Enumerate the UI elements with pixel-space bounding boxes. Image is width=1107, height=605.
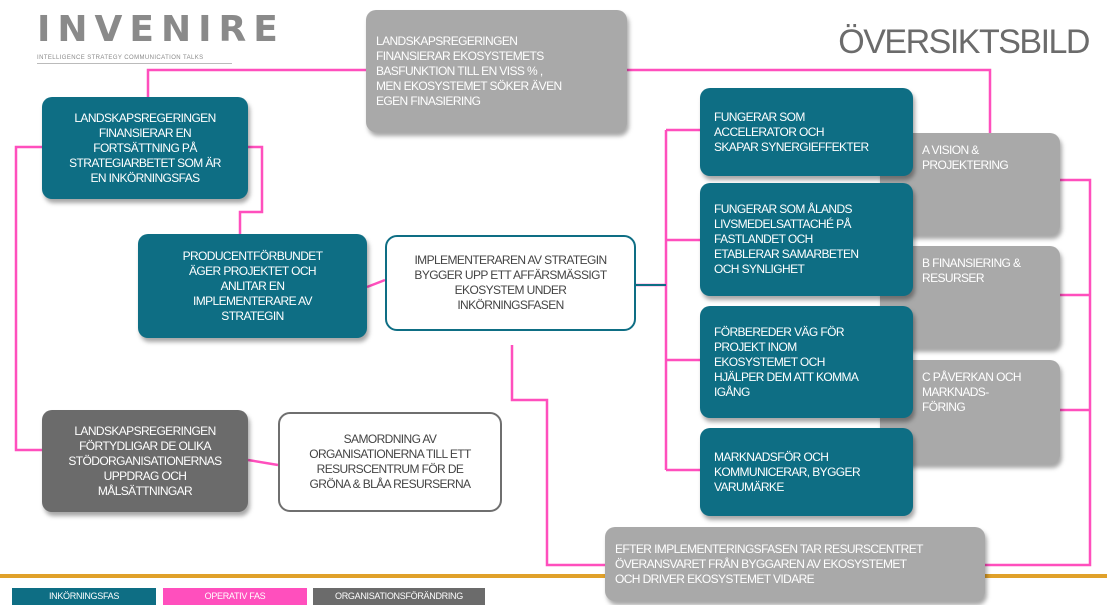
- box-line: ÖVERANSVARET FRÅN BYGGAREN AV EKOSYSTEME…: [615, 556, 907, 571]
- producer-box: PRODUCENTFÖRBUNDET ÄGER PROJEKTET OCH AN…: [138, 234, 367, 338]
- box-line: MÅLSÄTTNINGAR: [97, 483, 193, 498]
- finance-ecosystem-box: LANDSKAPSREGERINGEN FINANSIERAR EKOSYSTE…: [366, 10, 627, 132]
- box-line: INKÖRNINGSFASEN: [457, 298, 564, 312]
- accelerator-box: FUNGERAR SOM ACCELERATOR OCH SKAPAR SYNE…: [700, 88, 913, 176]
- box-line: GRÖNA & BLÅA RESURSERNA: [309, 477, 472, 491]
- box-line: MARKNADS-: [922, 385, 989, 399]
- box-line: RESURSCENTRUM FÖR DE: [316, 462, 464, 476]
- coordination-box: SAMORDNING AV ORGANISATIONERNA TILL ETT …: [278, 412, 502, 512]
- box-line: PROJEKT INOM: [714, 339, 797, 354]
- box-line: EFTER IMPLEMENTERINGSFASEN TAR RESURSCEN…: [615, 541, 923, 556]
- divider-bar: [0, 574, 1107, 578]
- box-line: PROJEKTERING: [922, 158, 1009, 172]
- legend-inkorningsfas: INKÖRNINGSFAS: [12, 588, 156, 605]
- box-line: LANDSKAPSREGERINGEN: [74, 110, 216, 125]
- box-line: HJÄLPER DEM ATT KOMMA: [714, 369, 859, 384]
- finance-strategy-box: LANDSKAPSREGERINGEN FINANSIERAR EN FORTS…: [42, 97, 248, 199]
- box-line: FORTSÄTTNING PÅ: [93, 140, 197, 155]
- attache-box: FUNGERAR SOM ÅLANDS LIVSMEDELSATTACHÉ PÅ…: [700, 183, 913, 296]
- box-line: FÖRING: [922, 400, 966, 414]
- box-line: ORGANISATIONERNA TILL ETT: [309, 447, 471, 461]
- box-line: EGEN FINASIERING: [376, 93, 481, 108]
- box-line: FUNGERAR SOM: [714, 109, 805, 124]
- box-line: SAMORDNING AV: [343, 432, 437, 446]
- box-line: EKOSYSTEM UNDER: [454, 283, 567, 297]
- logo-tagline: INTELLIGENCE STRATEGY COMMUNICATION TALK…: [37, 55, 204, 61]
- box-line: STRATEGIN: [221, 308, 284, 323]
- logo: INVENIRE: [37, 9, 285, 50]
- prepares-box: FÖRBEREDER VÄG FÖR PROJEKT INOM EKOSYSTE…: [700, 306, 913, 418]
- box-line: BYGGER UPP ETT AFFÄRSMÄSSIGT: [414, 268, 607, 282]
- box-line: EN INKÖRNINGSFAS: [90, 170, 200, 185]
- box-line: LANDSKAPSREGERINGEN: [376, 33, 518, 48]
- legend-operativ-fas: OPERATIV FAS: [163, 588, 307, 605]
- box-line: IMPLEMENTERAREN AV STRATEGIN: [414, 253, 607, 267]
- box-line: RESURSER: [922, 271, 984, 285]
- page-title: ÖVERSIKTSBILD: [838, 23, 1090, 61]
- box-line: B FINANSIERING &: [922, 256, 1021, 270]
- box-line: FÖRBEREDER VÄG FÖR: [714, 324, 844, 339]
- after-box: EFTER IMPLEMENTERINGSFASEN TAR RESURSCEN…: [605, 527, 985, 601]
- box-line: IMPLEMENTERARE AV: [193, 293, 313, 308]
- box-line: C PÅVERKAN OCH: [922, 370, 1022, 384]
- box-line: MARKNADSFÖR OCH: [714, 449, 829, 464]
- box-line: FÖRTYDLIGAR DE OLIKA: [79, 438, 211, 453]
- box-line: BASFUNKTION TILL EN VISS % ,: [376, 63, 543, 78]
- box-line: OCH SYNLIGHET: [714, 262, 805, 276]
- box-line: VARUMÄRKE: [714, 479, 784, 494]
- implementer-box: IMPLEMENTERAREN AV STRATEGIN BYGGER UPP …: [385, 235, 636, 331]
- box-line: STÖDORGANISATIONERNAS: [68, 453, 222, 468]
- box-line: SKAPAR SYNERGIEFFEKTER: [714, 139, 869, 154]
- box-line: FUNGERAR SOM ÅLANDS: [714, 202, 853, 216]
- box-line: EKOSYSTEMET OCH: [714, 354, 825, 369]
- box-line: IGÅNG: [714, 384, 750, 399]
- clarify-box: LANDSKAPSREGERINGEN FÖRTYDLIGAR DE OLIKA…: [42, 410, 248, 512]
- marketing-box: MARKNADSFÖR OCH KOMMUNICERAR, BYGGER VAR…: [700, 428, 913, 516]
- box-line: MEN EKOSYSTEMET SÖKER ÄVEN: [376, 78, 562, 93]
- box-line: LANDSKAPSREGERINGEN: [74, 423, 216, 438]
- box-line: A VISION &: [922, 143, 979, 157]
- box-line: ÄGER PROJEKTET OCH: [188, 263, 317, 278]
- box-line: KOMMUNICERAR, BYGGER: [714, 464, 861, 479]
- legend-organisationsforandring: ORGANISATIONSFÖRÄNDRING: [313, 588, 485, 605]
- box-line: ANLITAR EN: [220, 278, 285, 293]
- box-line: FINANSIERAR EN: [98, 125, 192, 140]
- logo-underline: [37, 63, 232, 64]
- box-line: STRATEGIARBETET SOM ÄR: [69, 155, 221, 170]
- box-line: ACCELERATOR OCH: [714, 124, 825, 139]
- box-line: UPPDRAG OCH: [103, 468, 187, 483]
- box-line: LIVSMEDELSATTACHÉ PÅ: [714, 217, 852, 231]
- box-line: OCH DRIVER EKOSYSTEMET VIDARE: [615, 571, 815, 586]
- box-line: PRODUCENTFÖRBUNDET: [182, 248, 323, 263]
- box-line: ETABLERAR SAMARBETEN: [714, 247, 859, 261]
- box-line: FINANSIERAR EKOSYSTEMETS: [376, 48, 544, 63]
- box-line: FASTLANDET OCH: [714, 232, 813, 246]
